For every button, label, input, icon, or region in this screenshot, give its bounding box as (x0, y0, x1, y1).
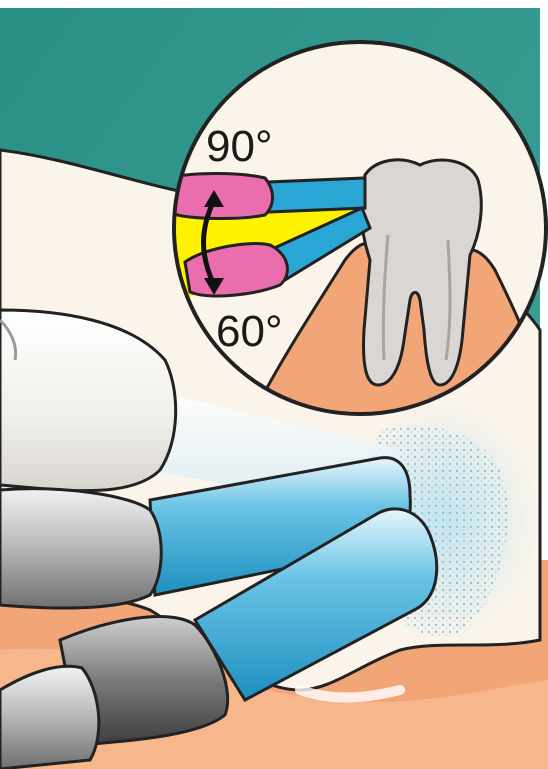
top-border (0, 0, 548, 8)
tip-90 (268, 178, 365, 212)
angle-label-top: 90° (206, 122, 273, 171)
grip-90 (170, 174, 273, 219)
angle-label-bottom: 60° (216, 307, 283, 356)
